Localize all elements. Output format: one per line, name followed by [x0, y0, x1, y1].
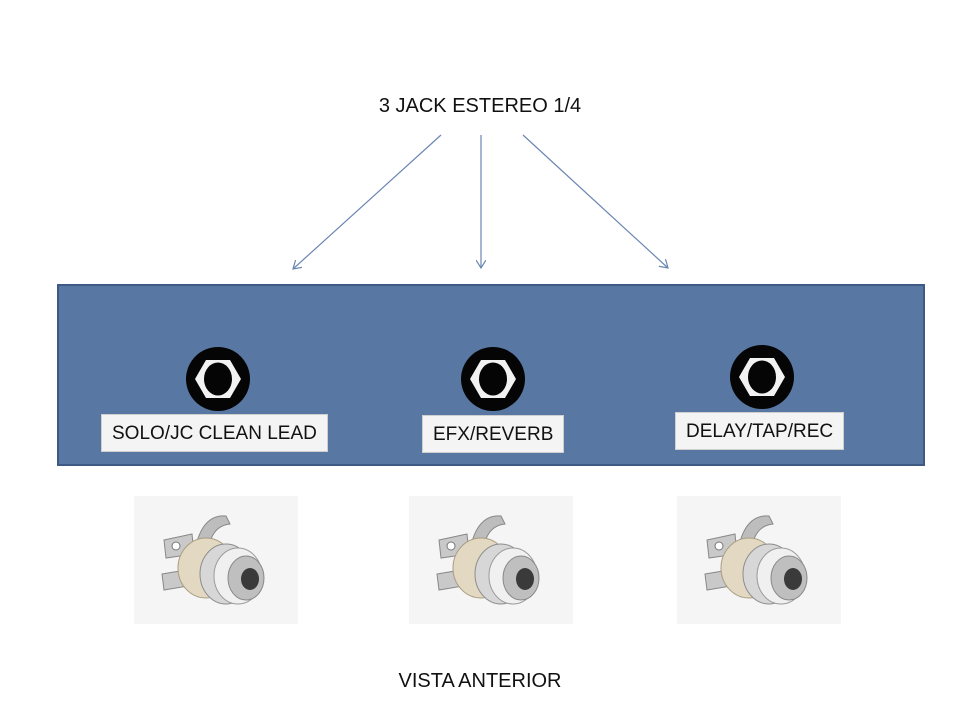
jack-photo [677, 496, 841, 624]
jack-label-delay-tap-rec: DELAY/TAP/REC [675, 412, 845, 450]
arrow-right [522, 134, 668, 268]
diagram-title: 3 JACK ESTEREO 1/4 [378, 95, 582, 117]
jack-photo [134, 496, 298, 624]
diagram-footer: VISTA ANTERIOR [398, 670, 562, 692]
arrow-left [293, 134, 442, 269]
jack-socket-icon [186, 347, 250, 411]
jack-label-solo-jc-clean-lead: SOLO/JC CLEAN LEAD [101, 414, 328, 452]
jack-socket-icon [461, 347, 525, 411]
front-panel: SOLO/JC CLEAN LEAD EFX/REVERB DELAY/TAP/… [57, 284, 925, 466]
jack-photo [409, 496, 573, 624]
jack-socket-icon [730, 345, 794, 409]
jack-label-efx-reverb: EFX/REVERB [422, 415, 565, 453]
